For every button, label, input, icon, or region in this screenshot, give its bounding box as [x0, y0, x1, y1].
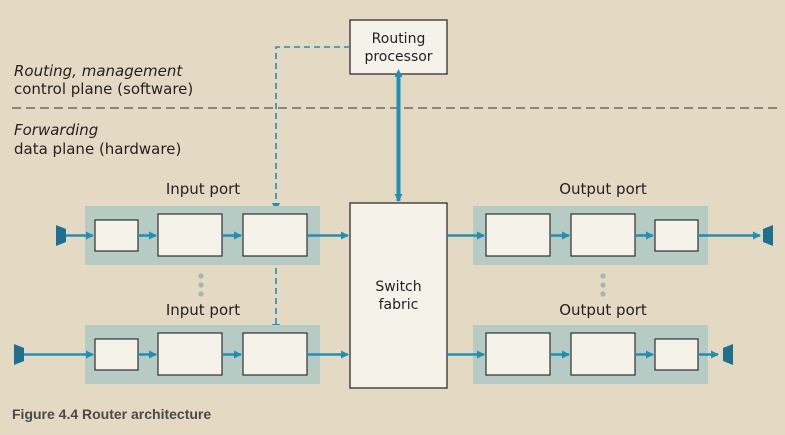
input-port-1-lookup-queueing	[242, 213, 308, 257]
output-port-2-queueing	[485, 332, 551, 376]
routing-processor-box	[349, 19, 448, 75]
forwarding-table-control-line	[272, 46, 350, 211]
input-port-2-label: Input port	[166, 301, 240, 319]
output-port-2-label: Output port	[559, 301, 647, 319]
input-port-2-lookup-queueing	[242, 332, 308, 376]
data-plane-title: Forwarding	[14, 121, 98, 139]
input-ports-ellipsis	[198, 273, 204, 297]
output-ports-ellipsis	[600, 273, 606, 297]
output-port-1-queueing	[485, 213, 551, 257]
output-port-1-label: Output port	[559, 180, 647, 198]
input-port-1-link-processing	[157, 213, 223, 257]
output-port-2-line-termination	[654, 338, 699, 371]
input-port-1-label: Input port	[166, 180, 240, 198]
figure-caption: Figure 4.4 Router architecture	[12, 406, 211, 422]
output-port-1-link-connector-icon	[763, 225, 773, 246]
output-port-2-link-processing	[570, 332, 636, 376]
output-port-1-link-processing	[570, 213, 636, 257]
input-port-2-line-termination	[94, 338, 139, 371]
switch-fabric-box	[349, 202, 448, 389]
input-port-2-link-connector-icon	[14, 344, 24, 365]
output-port-1-line-termination	[654, 219, 699, 252]
switch-fabric-label-1: Switch	[375, 279, 421, 295]
data-plane-subtitle: data plane (hardware)	[14, 140, 181, 158]
output-port-2-link-connector-icon	[723, 344, 733, 365]
routing-processor-label-2: processor	[364, 49, 432, 65]
switch-fabric-label-2: fabric	[379, 297, 419, 313]
input-port-1-line-termination	[94, 219, 139, 252]
control-plane-title: Routing, management	[14, 62, 183, 80]
input-port-2-link-processing	[157, 332, 223, 376]
routing-processor-label-1: Routing	[372, 31, 426, 47]
control-plane-subtitle: control plane (software)	[14, 80, 193, 98]
input-port-1-link-connector-icon	[56, 225, 66, 246]
